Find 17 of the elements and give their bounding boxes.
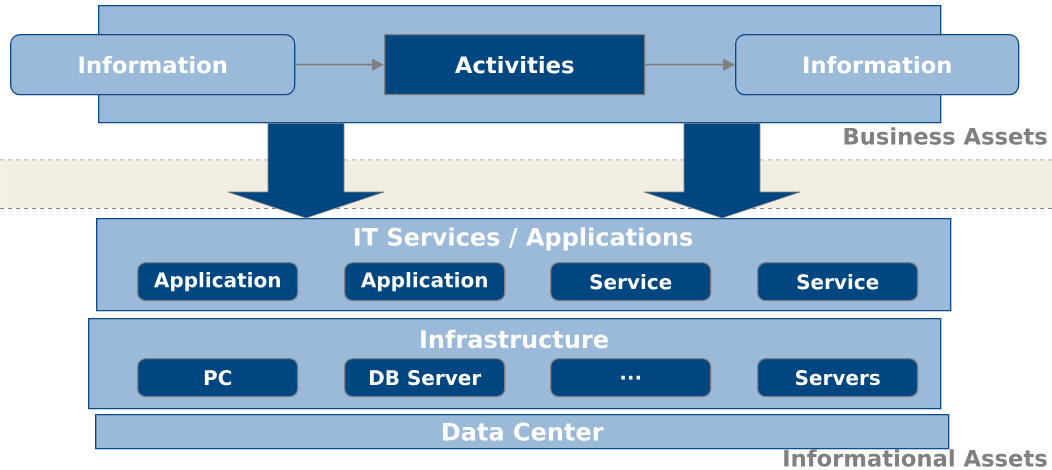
component-box: PC	[137, 358, 299, 398]
component-box: ...	[550, 358, 712, 398]
information-box: Information	[735, 34, 1020, 96]
layer-label: Business Assets	[844, 127, 1047, 145]
component-box: Application	[344, 262, 506, 302]
component-box: Application	[137, 262, 299, 302]
arrow	[294, 58, 384, 71]
block-arrow	[643, 122, 801, 219]
activity-box: Activities	[384, 34, 646, 96]
information-box: Information	[10, 34, 296, 96]
component-box: Servers	[757, 358, 919, 398]
layer-box: Data Center	[95, 414, 950, 450]
component-box: DB Server	[344, 358, 506, 398]
layer-label: Informational Assets	[784, 449, 1047, 467]
block-arrow	[227, 122, 385, 219]
component-box: Service	[757, 262, 919, 302]
component-box: Service	[550, 262, 712, 302]
